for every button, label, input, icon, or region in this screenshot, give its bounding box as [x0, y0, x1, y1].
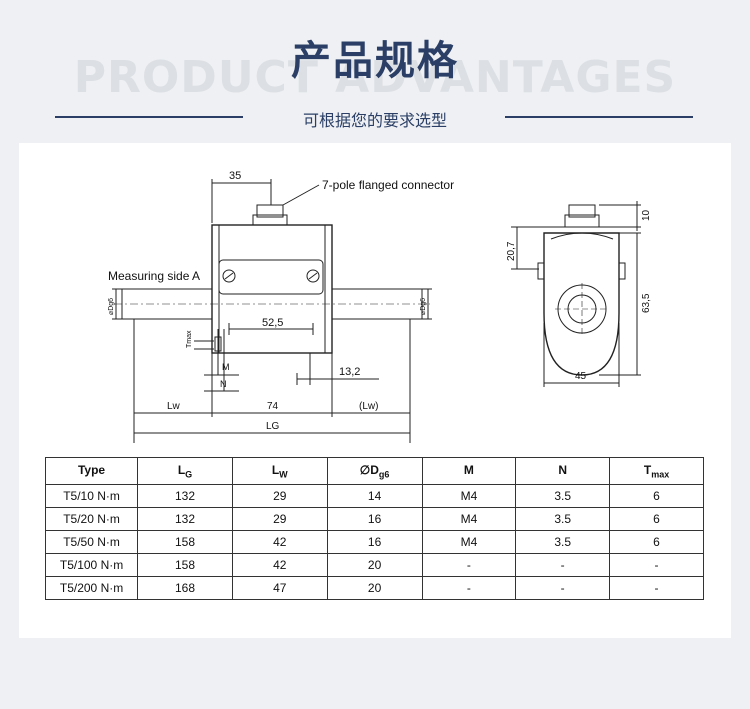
lw-right-label: (Lw) — [359, 401, 378, 412]
cell-lg: 158 — [137, 553, 233, 577]
cell-n: - — [515, 576, 611, 600]
dim-74: 74 — [267, 401, 279, 412]
cell-tmax: 6 — [609, 507, 704, 531]
table-row: T5/100 N·m 158 42 20 - - - — [44, 553, 704, 577]
screw-right-icon — [306, 269, 320, 283]
side-dim-63-5: 63,5 — [641, 293, 652, 313]
label-plate — [218, 259, 324, 295]
spec-card: 35 7-pole flanged connector Measuring si… — [19, 143, 731, 638]
cell-lg: 132 — [137, 507, 233, 531]
header-m: M — [421, 457, 517, 485]
cell-tmax: - — [609, 576, 704, 600]
cell-m: M4 — [421, 484, 517, 508]
side-connector-base — [564, 214, 600, 228]
cell-type: T5/50 N·m — [44, 530, 139, 554]
m-label: M — [222, 362, 230, 372]
table-row: T5/50 N·m 158 42 16 M4 3.5 6 — [44, 530, 704, 554]
cell-lw: 29 — [231, 507, 328, 531]
page-title: 产品规格 — [291, 38, 459, 84]
cell-lg: 132 — [137, 484, 233, 508]
side-connector-top — [568, 204, 596, 218]
cell-m: M4 — [421, 507, 517, 531]
table-row: T5/200 N·m 168 47 20 - - - — [44, 576, 704, 600]
background-watermark-text: PRODUCT ADVANTAGES — [73, 52, 677, 103]
technical-drawing: 35 7-pole flanged connector Measuring si… — [108, 170, 652, 443]
connector-label: 7-pole flanged connector — [322, 178, 454, 192]
cell-tmax: - — [609, 553, 704, 577]
table-row: T5/20 N·m 132 29 16 M4 3.5 6 — [44, 507, 704, 531]
cell-type: T5/10 N·m — [44, 484, 139, 508]
cell-m: - — [421, 576, 517, 600]
spec-table: Type LG LW ∅Dg6 M N Tmax T5/10 N·m 132 2… — [44, 457, 704, 600]
cell-dg6: 16 — [326, 507, 423, 531]
table-header-row: Type LG LW ∅Dg6 M N Tmax — [44, 457, 704, 485]
cell-lw: 47 — [231, 576, 328, 600]
cell-n: 3.5 — [515, 484, 611, 508]
cell-type: T5/20 N·m — [44, 507, 139, 531]
dg6-right-label: ⌀Dg6 — [420, 298, 427, 315]
measuring-side-label: Measuring side A — [108, 269, 200, 283]
side-dim-20-7: 20,7 — [506, 241, 517, 261]
header-dg6: ∅Dg6 — [326, 457, 423, 485]
screw-left-icon — [222, 269, 236, 283]
cell-tmax: 6 — [609, 484, 704, 508]
header: PRODUCT ADVANTAGES 产品规格 可根据您的要求选型 — [0, 0, 750, 140]
header-tmax: Tmax — [609, 457, 704, 485]
dg6-left-label: ⌀Dg6 — [108, 298, 115, 315]
cell-n: 3.5 — [515, 530, 611, 554]
cell-n: 3.5 — [515, 507, 611, 531]
table-row: T5/10 N·m 132 29 14 M4 3.5 6 — [44, 484, 704, 508]
cell-type: T5/100 N·m — [44, 553, 139, 577]
housing-body — [211, 224, 333, 354]
cell-m: M4 — [421, 530, 517, 554]
header-lg: LG — [137, 457, 233, 485]
tmax-label: Tmax — [186, 330, 193, 348]
cell-lw: 42 — [231, 553, 328, 577]
dim-52-5: 52,5 — [262, 317, 283, 329]
n-label: N — [220, 379, 227, 389]
side-housing — [543, 232, 620, 376]
divider-left — [55, 116, 243, 118]
cell-dg6: 20 — [326, 553, 423, 577]
cell-dg6: 14 — [326, 484, 423, 508]
cell-tmax: 6 — [609, 530, 704, 554]
lw-left-label: Lw — [167, 401, 181, 412]
cell-lw: 42 — [231, 530, 328, 554]
dim-13-2: 13,2 — [339, 366, 360, 378]
cell-lg: 158 — [137, 530, 233, 554]
lg-label: LG — [266, 421, 280, 432]
cell-dg6: 20 — [326, 576, 423, 600]
cell-dg6: 16 — [326, 530, 423, 554]
page-subtitle: 可根据您的要求选型 — [302, 111, 447, 130]
cell-lw: 29 — [231, 484, 328, 508]
dim-35: 35 — [229, 170, 241, 182]
cell-m: - — [421, 553, 517, 577]
divider-right — [505, 116, 693, 118]
header-type: Type — [44, 457, 139, 485]
cell-type: T5/200 N·m — [44, 576, 139, 600]
header-n: N — [515, 457, 611, 485]
side-dim-10: 10 — [641, 209, 652, 221]
side-dim-45: 45 — [575, 371, 587, 382]
connector-top — [256, 204, 284, 218]
header-lw: LW — [231, 457, 328, 485]
cell-lg: 168 — [137, 576, 233, 600]
cell-n: - — [515, 553, 611, 577]
